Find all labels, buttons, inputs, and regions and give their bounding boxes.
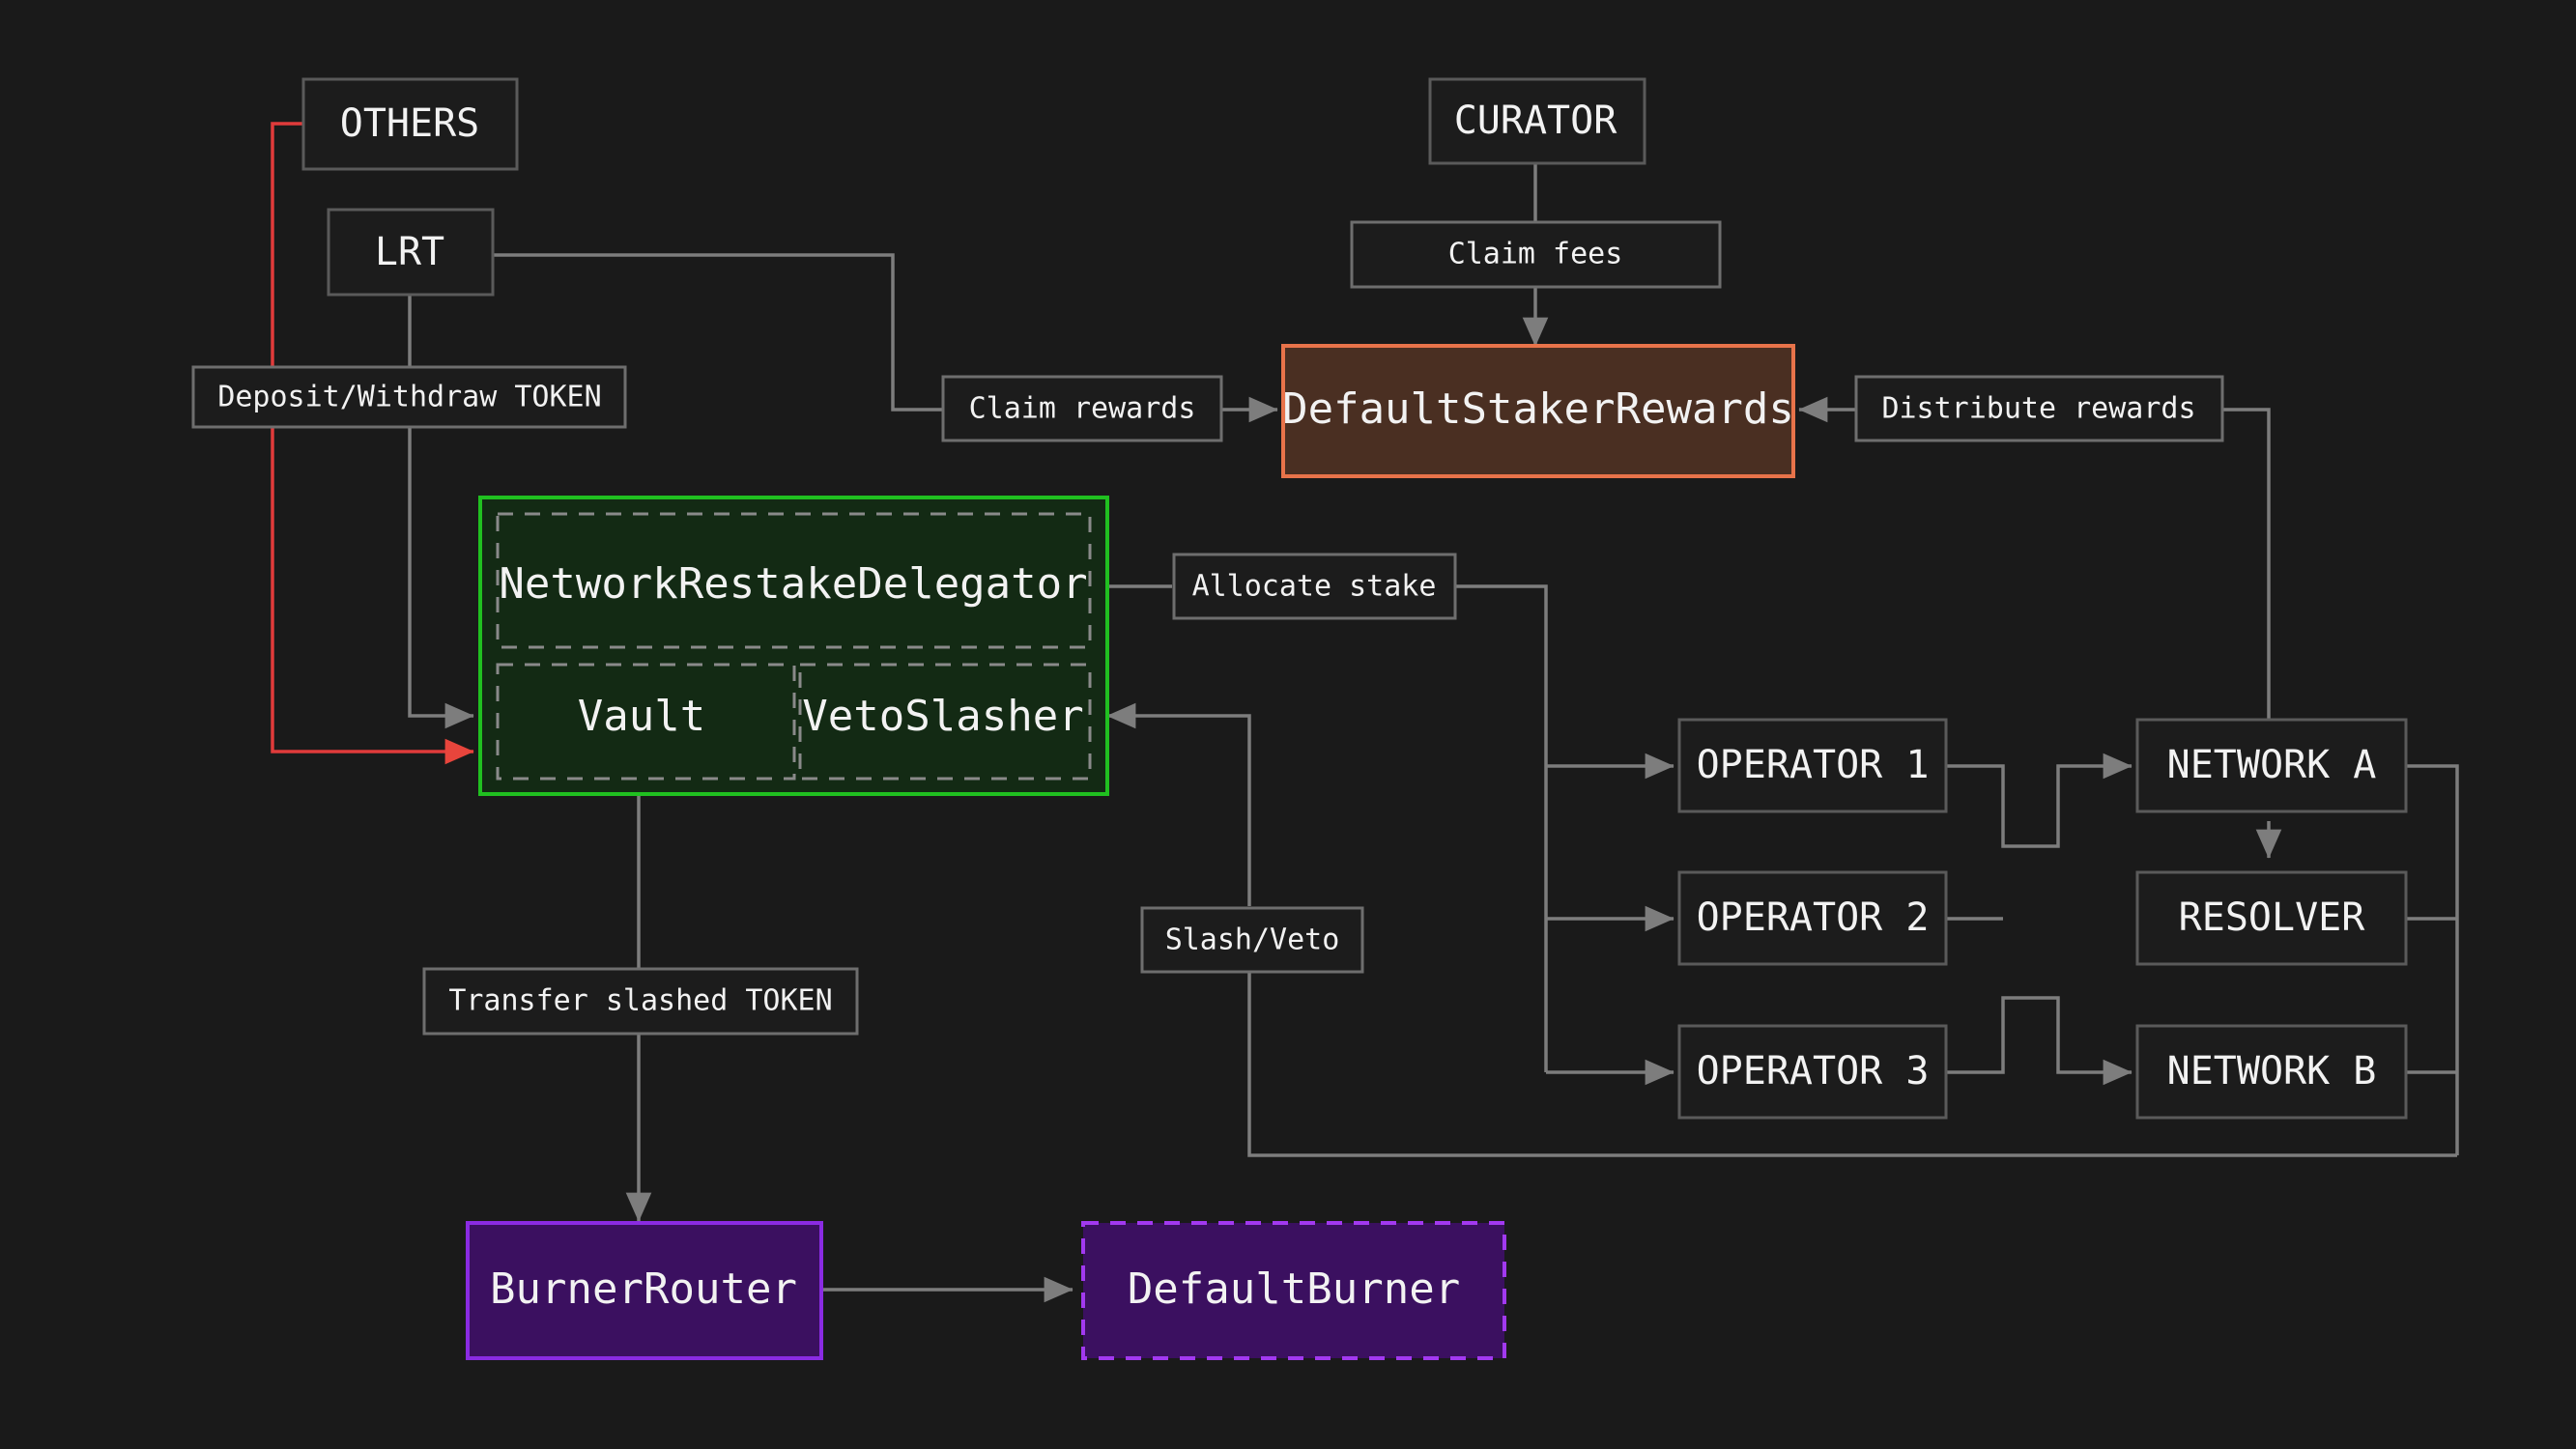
- network-restake-delegator-box[interactable]: [496, 512, 1092, 649]
- default-staker-rewards-label: DefaultStakerRewards: [1282, 384, 1794, 434]
- operator-3-label: OPERATOR 3: [1697, 1049, 1930, 1094]
- slash-veto-box: [1140, 906, 1364, 974]
- network-b-label: NETWORK B: [2167, 1049, 2377, 1094]
- edge-network-a-right-bus: [2406, 764, 2459, 1155]
- default-staker-rewards-box[interactable]: [1281, 344, 1795, 478]
- edge-label-claim-fees: Claim fees: [1350, 220, 1722, 289]
- curator-box[interactable]: [1428, 77, 1646, 165]
- edge-slash-veto-to-veto-slasher: [1106, 702, 1251, 906]
- edge-label-claim-rewards: Claim rewards: [941, 375, 1223, 442]
- node-operator-1[interactable]: OPERATOR 1: [1677, 718, 1948, 813]
- operator-3-box[interactable]: [1677, 1024, 1948, 1120]
- node-vault[interactable]: Vault: [496, 663, 796, 781]
- node-operator-3[interactable]: OPERATOR 3: [1677, 1024, 1948, 1120]
- deposit-withdraw-box: [191, 365, 627, 429]
- node-network-b[interactable]: NETWORK B: [2135, 1024, 2408, 1120]
- burner-router-label: BurnerRouter: [490, 1264, 797, 1314]
- claim-fees-label: Claim fees: [1448, 238, 1623, 271]
- edge-bottom-return-to-slash-veto: [1247, 972, 2457, 1157]
- node-network-a[interactable]: NETWORK A: [2135, 718, 2408, 813]
- edge-allocate-stake-bus: [1455, 584, 1548, 1072]
- edge-operator-1-to-network-a: [1946, 753, 2132, 848]
- network-a-box[interactable]: [2135, 718, 2408, 813]
- others-label: OTHERS: [340, 101, 480, 146]
- operator-1-label: OPERATOR 1: [1697, 743, 1930, 787]
- network-restake-delegator-label: NetworkRestakeDelegator: [499, 559, 1087, 609]
- distribute-rewards-box: [1854, 375, 2224, 442]
- edge-lrt-to-claim-rewards: [493, 253, 943, 412]
- node-network-restake-delegator[interactable]: NetworkRestakeDelegator: [496, 512, 1092, 649]
- lrt-label: LRT: [375, 230, 444, 274]
- resolver-label: RESOLVER: [2179, 895, 2366, 940]
- claim-rewards-label: Claim rewards: [969, 392, 1196, 426]
- transfer-slashed-label: Transfer slashed TOKEN: [448, 984, 832, 1018]
- others-box[interactable]: [301, 77, 519, 171]
- allocate-stake-label: Allocate stake: [1192, 570, 1437, 604]
- burner-router-box[interactable]: [466, 1221, 823, 1360]
- vault-group: NetworkRestakeDelegator Vault VetoSlashe…: [478, 496, 1109, 796]
- operator-2-label: OPERATOR 2: [1697, 895, 1930, 940]
- deposit-withdraw-label: Deposit/Withdraw TOKEN: [217, 381, 601, 414]
- node-veto-slasher[interactable]: VetoSlasher: [798, 663, 1092, 781]
- edge-layer: [271, 122, 2459, 1303]
- network-a-label: NETWORK A: [2167, 743, 2377, 787]
- resolver-box[interactable]: [2135, 870, 2408, 966]
- edge-operator-3-to-network-b: [1946, 996, 2132, 1086]
- edge-label-deposit-withdraw: Deposit/Withdraw TOKEN: [191, 365, 627, 429]
- default-burner-box[interactable]: [1081, 1221, 1506, 1360]
- lrt-box[interactable]: [327, 208, 495, 297]
- veto-slasher-box[interactable]: [798, 663, 1092, 781]
- node-burner-router[interactable]: BurnerRouter: [466, 1221, 823, 1360]
- distribute-rewards-label: Distribute rewards: [1881, 392, 2195, 426]
- node-default-staker-rewards[interactable]: DefaultStakerRewards: [1281, 344, 1795, 478]
- edge-network-a-to-distribute-rewards: [2222, 408, 2271, 734]
- edge-label-allocate-stake: Allocate stake: [1172, 553, 1457, 620]
- slash-veto-label: Slash/Veto: [1165, 923, 1340, 957]
- network-b-box[interactable]: [2135, 1024, 2408, 1120]
- node-curator[interactable]: CURATOR: [1428, 77, 1646, 165]
- edge-label-slash-veto: Slash/Veto: [1140, 906, 1364, 974]
- operator-1-box[interactable]: [1677, 718, 1948, 813]
- node-operator-2[interactable]: OPERATOR 2: [1677, 870, 1948, 966]
- operator-2-box[interactable]: [1677, 870, 1948, 966]
- node-default-burner[interactable]: DefaultBurner: [1081, 1221, 1506, 1360]
- node-lrt[interactable]: LRT: [327, 208, 495, 297]
- edge-others-to-vault: [271, 122, 474, 765]
- edge-label-distribute-rewards: Distribute rewards: [1854, 375, 2224, 442]
- node-others[interactable]: OTHERS: [301, 77, 519, 171]
- claim-rewards-box: [941, 375, 1223, 442]
- vault-box[interactable]: [496, 663, 796, 781]
- curator-label: CURATOR: [1454, 99, 1617, 143]
- allocate-stake-box: [1172, 553, 1457, 620]
- claim-fees-box: [1350, 220, 1722, 289]
- vault-label: Vault: [578, 692, 705, 741]
- edge-lrt-to-vault: [408, 295, 474, 729]
- veto-slasher-label: VetoSlasher: [802, 692, 1083, 741]
- default-burner-label: DefaultBurner: [1128, 1264, 1460, 1314]
- edge-label-transfer-slashed: Transfer slashed TOKEN: [422, 967, 859, 1036]
- node-resolver[interactable]: RESOLVER: [2135, 870, 2408, 966]
- transfer-slashed-box: [422, 967, 859, 1036]
